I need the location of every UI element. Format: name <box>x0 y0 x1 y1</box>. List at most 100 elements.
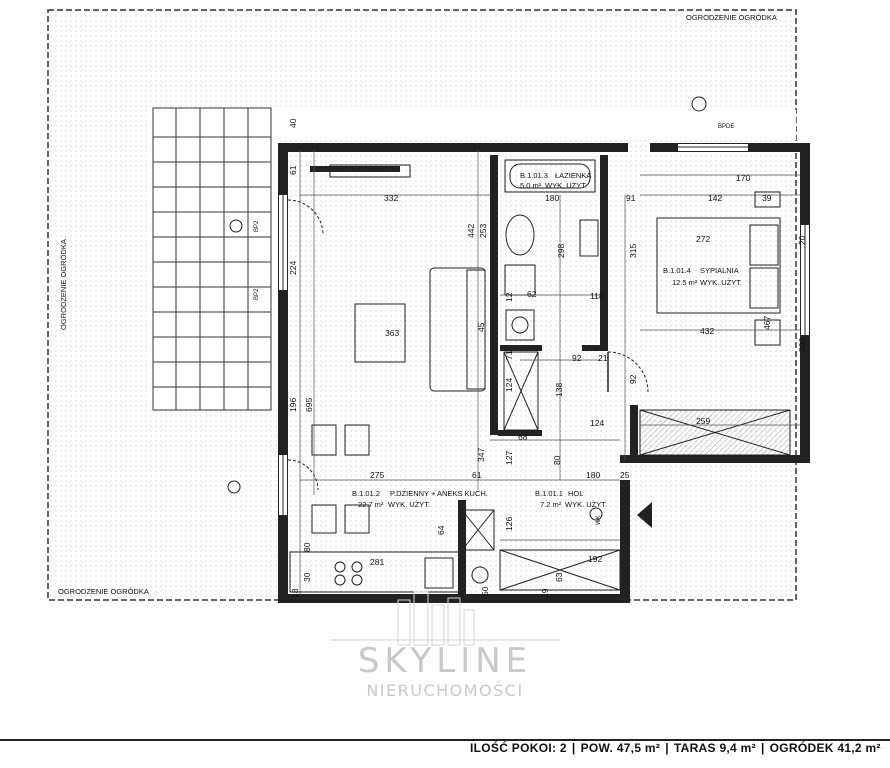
svg-text:315: 315 <box>628 244 638 258</box>
svg-text:275: 275 <box>370 470 384 480</box>
total-area: POW. 47,5 m² <box>580 741 661 755</box>
fence-label-bottom: OGRODZENIE OGRÓDKA <box>58 587 149 596</box>
svg-text:21: 21 <box>598 353 608 363</box>
svg-text:5.0 m²: 5.0 m² <box>520 181 542 190</box>
svg-text:WYK. UŻYT.: WYK. UŻYT. <box>565 500 607 509</box>
svg-text:B.1.01.4: B.1.01.4 <box>663 266 691 275</box>
entrance-arrow-icon <box>637 502 652 528</box>
svg-text:B.1.01.2: B.1.01.2 <box>352 489 380 498</box>
svg-text:180: 180 <box>545 193 559 203</box>
room-label-bathroom: B.1.01.3 ŁAZIENKA 5.0 m² WYK. UŻYT. <box>520 171 591 190</box>
svg-text:WYK. UŻYT.: WYK. UŻYT. <box>700 278 742 287</box>
separator: | <box>571 741 576 755</box>
svg-text:259: 259 <box>696 416 710 426</box>
room-label-hall: B.1.01.1 HOL 7.2 m² WYK. UŻYT. <box>535 489 607 509</box>
svg-text:298: 298 <box>556 244 566 258</box>
svg-text:124: 124 <box>504 378 514 392</box>
svg-text:P.DZIENNY + ANEKS KUCH.: P.DZIENNY + ANEKS KUCH. <box>390 489 488 498</box>
svg-text:64: 64 <box>436 525 446 535</box>
svg-text:347: 347 <box>476 448 486 462</box>
svg-text:62: 62 <box>527 289 537 299</box>
svg-text:SYPIALNIA: SYPIALNIA <box>700 266 739 275</box>
svg-text:61: 61 <box>288 165 298 175</box>
svg-text:92: 92 <box>628 374 638 384</box>
dimension-lines <box>299 150 800 595</box>
room-label-living: B.1.01.2 P.DZIENNY + ANEKS KUCH. 22.7 m²… <box>352 489 488 509</box>
svg-text:WYK. UŻYT.: WYK. UŻYT. <box>545 181 587 190</box>
svg-text:ŁAZIENKA: ŁAZIENKA <box>555 171 591 180</box>
svg-text:91: 91 <box>626 193 636 203</box>
fence-label-left: OGRODZENIE OGRÓDKA <box>59 239 68 330</box>
svg-text:25: 25 <box>620 470 630 480</box>
marker-bpde: BPDE <box>718 124 734 130</box>
svg-text:18: 18 <box>290 588 300 598</box>
svg-text:142: 142 <box>708 193 722 203</box>
svg-text:272: 272 <box>696 234 710 244</box>
svg-text:281: 281 <box>370 557 384 567</box>
svg-text:127: 127 <box>504 451 514 465</box>
svg-text:196: 196 <box>288 398 298 412</box>
svg-text:253: 253 <box>478 224 488 238</box>
kitchen-counter <box>289 509 621 593</box>
svg-text:12: 12 <box>504 292 514 302</box>
watermark-brand: SKYLINE <box>358 641 532 681</box>
svg-text:442: 442 <box>466 224 476 238</box>
svg-text:7.2 m²: 7.2 m² <box>540 500 562 509</box>
section-marker-icon <box>227 96 707 521</box>
svg-text:124: 124 <box>590 418 604 428</box>
summary-footer: ILOŚĆ POKOI: 2|POW. 47,5 m²|TARAS 9,4 m²… <box>470 741 890 768</box>
svg-text:118: 118 <box>590 291 604 301</box>
living-furniture <box>311 164 486 534</box>
svg-text:B.1.01.3: B.1.01.3 <box>520 171 548 180</box>
svg-text:40: 40 <box>288 118 298 128</box>
svg-text:30: 30 <box>302 572 312 582</box>
svg-text:363: 363 <box>385 328 399 338</box>
svg-text:80: 80 <box>552 455 562 465</box>
svg-text:138: 138 <box>554 383 564 397</box>
svg-text:467: 467 <box>762 316 772 330</box>
svg-text:61: 61 <box>472 470 482 480</box>
svg-text:170: 170 <box>736 173 750 183</box>
svg-text:HOL: HOL <box>568 489 583 498</box>
svg-text:45: 45 <box>476 322 486 332</box>
terrace-area: TARAS 9,4 m² <box>673 741 756 755</box>
svg-text:68: 68 <box>518 432 528 442</box>
svg-text:180: 180 <box>586 470 600 480</box>
dimension-labels: 40 61 332 442 253 363 224 196 695 275 34… <box>288 118 807 598</box>
svg-text:39: 39 <box>762 193 772 203</box>
marker-bp2-a: BP2 <box>254 220 260 232</box>
svg-text:432: 432 <box>700 326 714 336</box>
svg-text:50: 50 <box>480 586 490 596</box>
svg-text:63: 63 <box>554 572 564 582</box>
svg-text:WYK. UŻYT.: WYK. UŻYT. <box>388 500 430 509</box>
svg-text:22.7 m²: 22.7 m² <box>358 500 384 509</box>
svg-text:12.5 m²: 12.5 m² <box>672 278 698 287</box>
svg-text:20: 20 <box>797 235 807 245</box>
fence-label-top: OGRODZENIE OGRÓDKA <box>686 13 777 22</box>
marker-bp2-b: BP2 <box>254 288 260 300</box>
separator: | <box>665 741 669 755</box>
separator: | <box>760 741 765 755</box>
bathroom-fixtures <box>503 159 599 431</box>
watermark-sub: NIERUCHOMOŚCI <box>366 681 523 700</box>
terrace <box>152 107 272 411</box>
svg-text:200: 200 <box>797 338 807 352</box>
room-label-bedroom: B.1.01.4 SYPIALNIA 12.5 m² WYK. UŻYT. <box>663 266 742 287</box>
svg-text:19: 19 <box>540 588 550 598</box>
footer-rule <box>0 739 890 741</box>
garden-area <box>47 9 797 601</box>
bed <box>639 191 791 456</box>
svg-text:92: 92 <box>572 353 582 363</box>
svg-text:126: 126 <box>504 517 514 531</box>
marker-wk: WK <box>596 515 602 525</box>
svg-text:B.1.01.1: B.1.01.1 <box>535 489 563 498</box>
svg-text:332: 332 <box>384 193 398 203</box>
svg-text:80: 80 <box>302 542 312 552</box>
garden-area-text: OGRÓDEK 41,2 m² <box>769 741 881 755</box>
doors <box>287 199 649 491</box>
watermark: SKYLINE NIERUCHOMOŚCI <box>330 591 560 700</box>
svg-text:224: 224 <box>288 261 298 275</box>
svg-text:695: 695 <box>304 398 314 412</box>
svg-text:71: 71 <box>504 350 514 360</box>
